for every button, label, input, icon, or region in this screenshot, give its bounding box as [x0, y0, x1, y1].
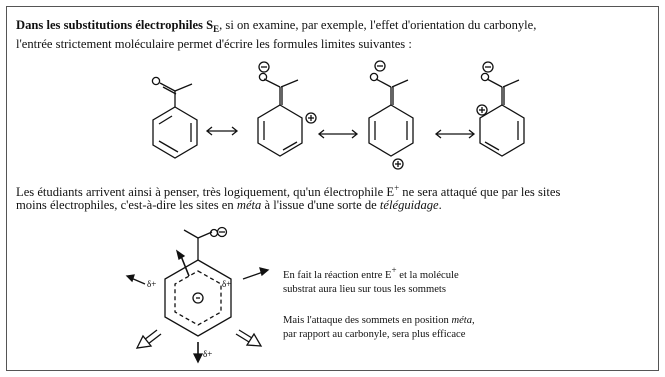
annotation-2-line-1: Mais l'attaque des sommets en position m…	[283, 315, 475, 326]
middle-line-1-a: Les étudiants arrivent ainsi à penser, t…	[16, 185, 395, 199]
middle-line-1: Les étudiants arrivent ainsi à penser, t…	[16, 180, 560, 201]
delta-plus-left: δ+	[147, 279, 156, 289]
middle-line-1-b: ne sera attaqué que par les sites	[399, 185, 561, 199]
middle-teleguidage: téléguidage	[379, 198, 439, 212]
annotation-2-line-2: par rapport au carbonyle, sera plus effi…	[283, 329, 466, 340]
intro-line-2: l'entrée strictement moléculaire permet …	[16, 37, 412, 51]
structure-ortho-cation	[257, 61, 317, 157]
content-frame	[6, 6, 659, 371]
annotation-2: Mais l'attaque des sommets en position m…	[283, 314, 475, 342]
middle-line-2: moins électrophiles, c'est-à-dire les si…	[16, 197, 442, 214]
structure-acetophenone	[151, 76, 198, 159]
delta-plus-bottom: δ+	[203, 349, 212, 359]
middle-line-2-b: à l'issue d'une sorte de	[261, 198, 380, 212]
middle-line-2-a: moins électrophiles, c'est-à-dire les si…	[16, 198, 237, 212]
middle-meta: méta	[236, 198, 262, 212]
structure-para-cation	[368, 60, 414, 170]
intro-bold-lead: Dans les substitutions électrophiles S	[16, 18, 214, 32]
intro-line-1: Dans les substitutions électrophiles SE,…	[16, 17, 536, 38]
intro-bold-sub: E	[213, 24, 220, 34]
delta-plus-right: δ+	[222, 279, 231, 289]
annotation-1-line-1: En fait la réaction entre E+ et la moléc…	[283, 265, 459, 281]
structure-ortho-cation-2	[476, 61, 525, 157]
intro-rest: , si on examine, par exemple, l'effet d'…	[219, 18, 537, 32]
middle-line-1-sup: +	[394, 183, 400, 193]
middle-line-2-end: .	[438, 198, 442, 212]
annotation-1-line-2: substrat aura lieu sur tous les sommets	[283, 284, 447, 295]
annotation-1: En fait la réaction entre E+ et la moléc…	[283, 263, 459, 297]
